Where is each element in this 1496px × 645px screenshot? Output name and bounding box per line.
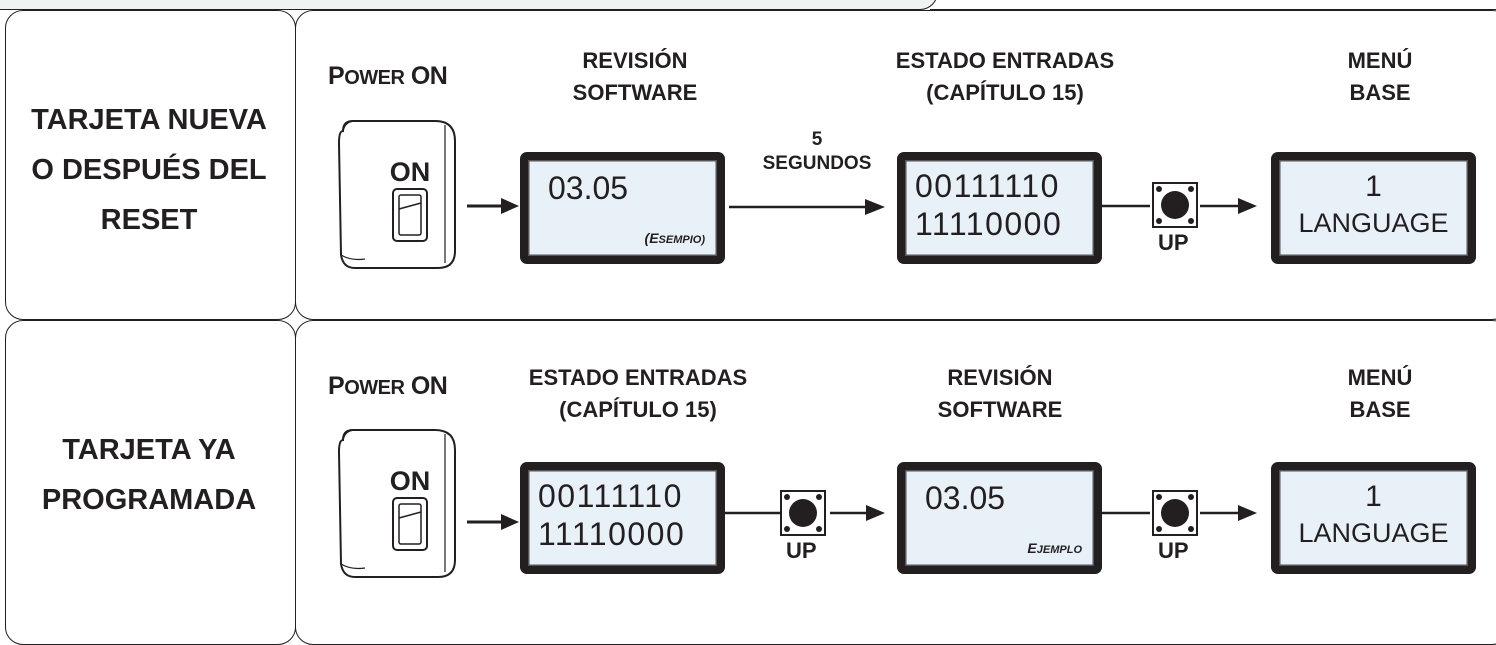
row-label-line: TARJETA YA (62, 433, 236, 466)
up-button-label: UP (786, 538, 817, 563)
lcd-menu-language: LANGUAGE (1298, 208, 1449, 238)
lcd-menu-language: LANGUAGE (1298, 518, 1449, 548)
up-button-icon (1152, 490, 1198, 536)
step-caption: ESTADO ENTRADAS (CAPÍTULO 15) (895, 48, 1115, 105)
lcd-menu-number: 1 (1365, 170, 1382, 203)
arrow-icon (1100, 505, 1257, 521)
power-switch-icon: ON (337, 120, 456, 269)
arrow-icon (467, 514, 519, 530)
flow-row-new-card: TARJETA NUEVA O DESPUÉS DEL RESET POWER … (0, 0, 1496, 320)
row-label-line: RESET (100, 204, 198, 236)
lcd-example-note: (ESEMPIO) (644, 230, 705, 246)
lcd-version-value: 03.05 (548, 170, 629, 206)
up-button-icon (1152, 182, 1198, 228)
row-label: TARJETA NUEVA O DESPUÉS DEL RESET (8, 30, 290, 310)
arrow-icon (1100, 198, 1257, 214)
arrow-icon (725, 505, 885, 521)
up-button-icon (780, 490, 826, 536)
up-button-label: UP (1158, 230, 1189, 255)
lcd-inputs-line1: 00111110 (915, 168, 1060, 204)
lcd-inputs-line1: 00111110 (538, 478, 683, 514)
arrow-icon (729, 199, 885, 215)
lcd-display-version: 03.05 (ESEMPIO) (520, 152, 725, 264)
lcd-display-menu: 1 LANGUAGE (1271, 462, 1476, 574)
row-label-frame (5, 10, 296, 320)
step-caption: ESTADO ENTRADAS (CAPÍTULO 15) (528, 365, 748, 422)
step-caption: MENÚ BASE (1347, 48, 1413, 105)
lcd-display-version: 03.05 EJEMPLO (897, 462, 1102, 574)
arrow-icon (467, 198, 519, 214)
lcd-display-menu: 1 LANGUAGE (1271, 152, 1476, 264)
row-label: TARJETA YA PROGRAMADA (8, 332, 290, 617)
step-caption: MENÚ BASE (1347, 365, 1413, 422)
lcd-display-inputs: 00111110 11110000 (897, 152, 1102, 264)
power-on-label: POWER ON (328, 62, 448, 90)
power-on-label: POWER ON (328, 372, 448, 400)
previous-panel-edge-right (930, 9, 1496, 10)
delay-label: 5 SEGUNDOS (762, 129, 872, 174)
lcd-version-value: 03.05 (925, 480, 1006, 516)
row-label-line: TARJETA NUEVA (31, 104, 267, 136)
lcd-example-note: EJEMPLO (1027, 540, 1082, 556)
lcd-menu-number: 1 (1365, 480, 1382, 513)
lcd-inputs-line2: 11110000 (915, 206, 1063, 242)
switch-on-label: ON (390, 157, 431, 187)
step-caption: REVISIÓN SOFTWARE (572, 48, 698, 105)
step-caption: REVISIÓN SOFTWARE (937, 365, 1063, 422)
flow-row-programmed-card: TARJETA YA PROGRAMADA POWER ON ON ESTADO… (0, 320, 1496, 645)
power-switch-icon: ON (337, 429, 456, 578)
switch-on-label: ON (390, 466, 431, 496)
lcd-display-inputs: 00111110 11110000 (520, 462, 725, 574)
row-label-frame (5, 320, 296, 645)
up-button-label: UP (1158, 538, 1189, 563)
row-label-line: PROGRAMADA (41, 483, 257, 516)
lcd-inputs-line2: 11110000 (538, 516, 686, 552)
row-label-line: O DESPUÉS DEL (31, 154, 267, 186)
